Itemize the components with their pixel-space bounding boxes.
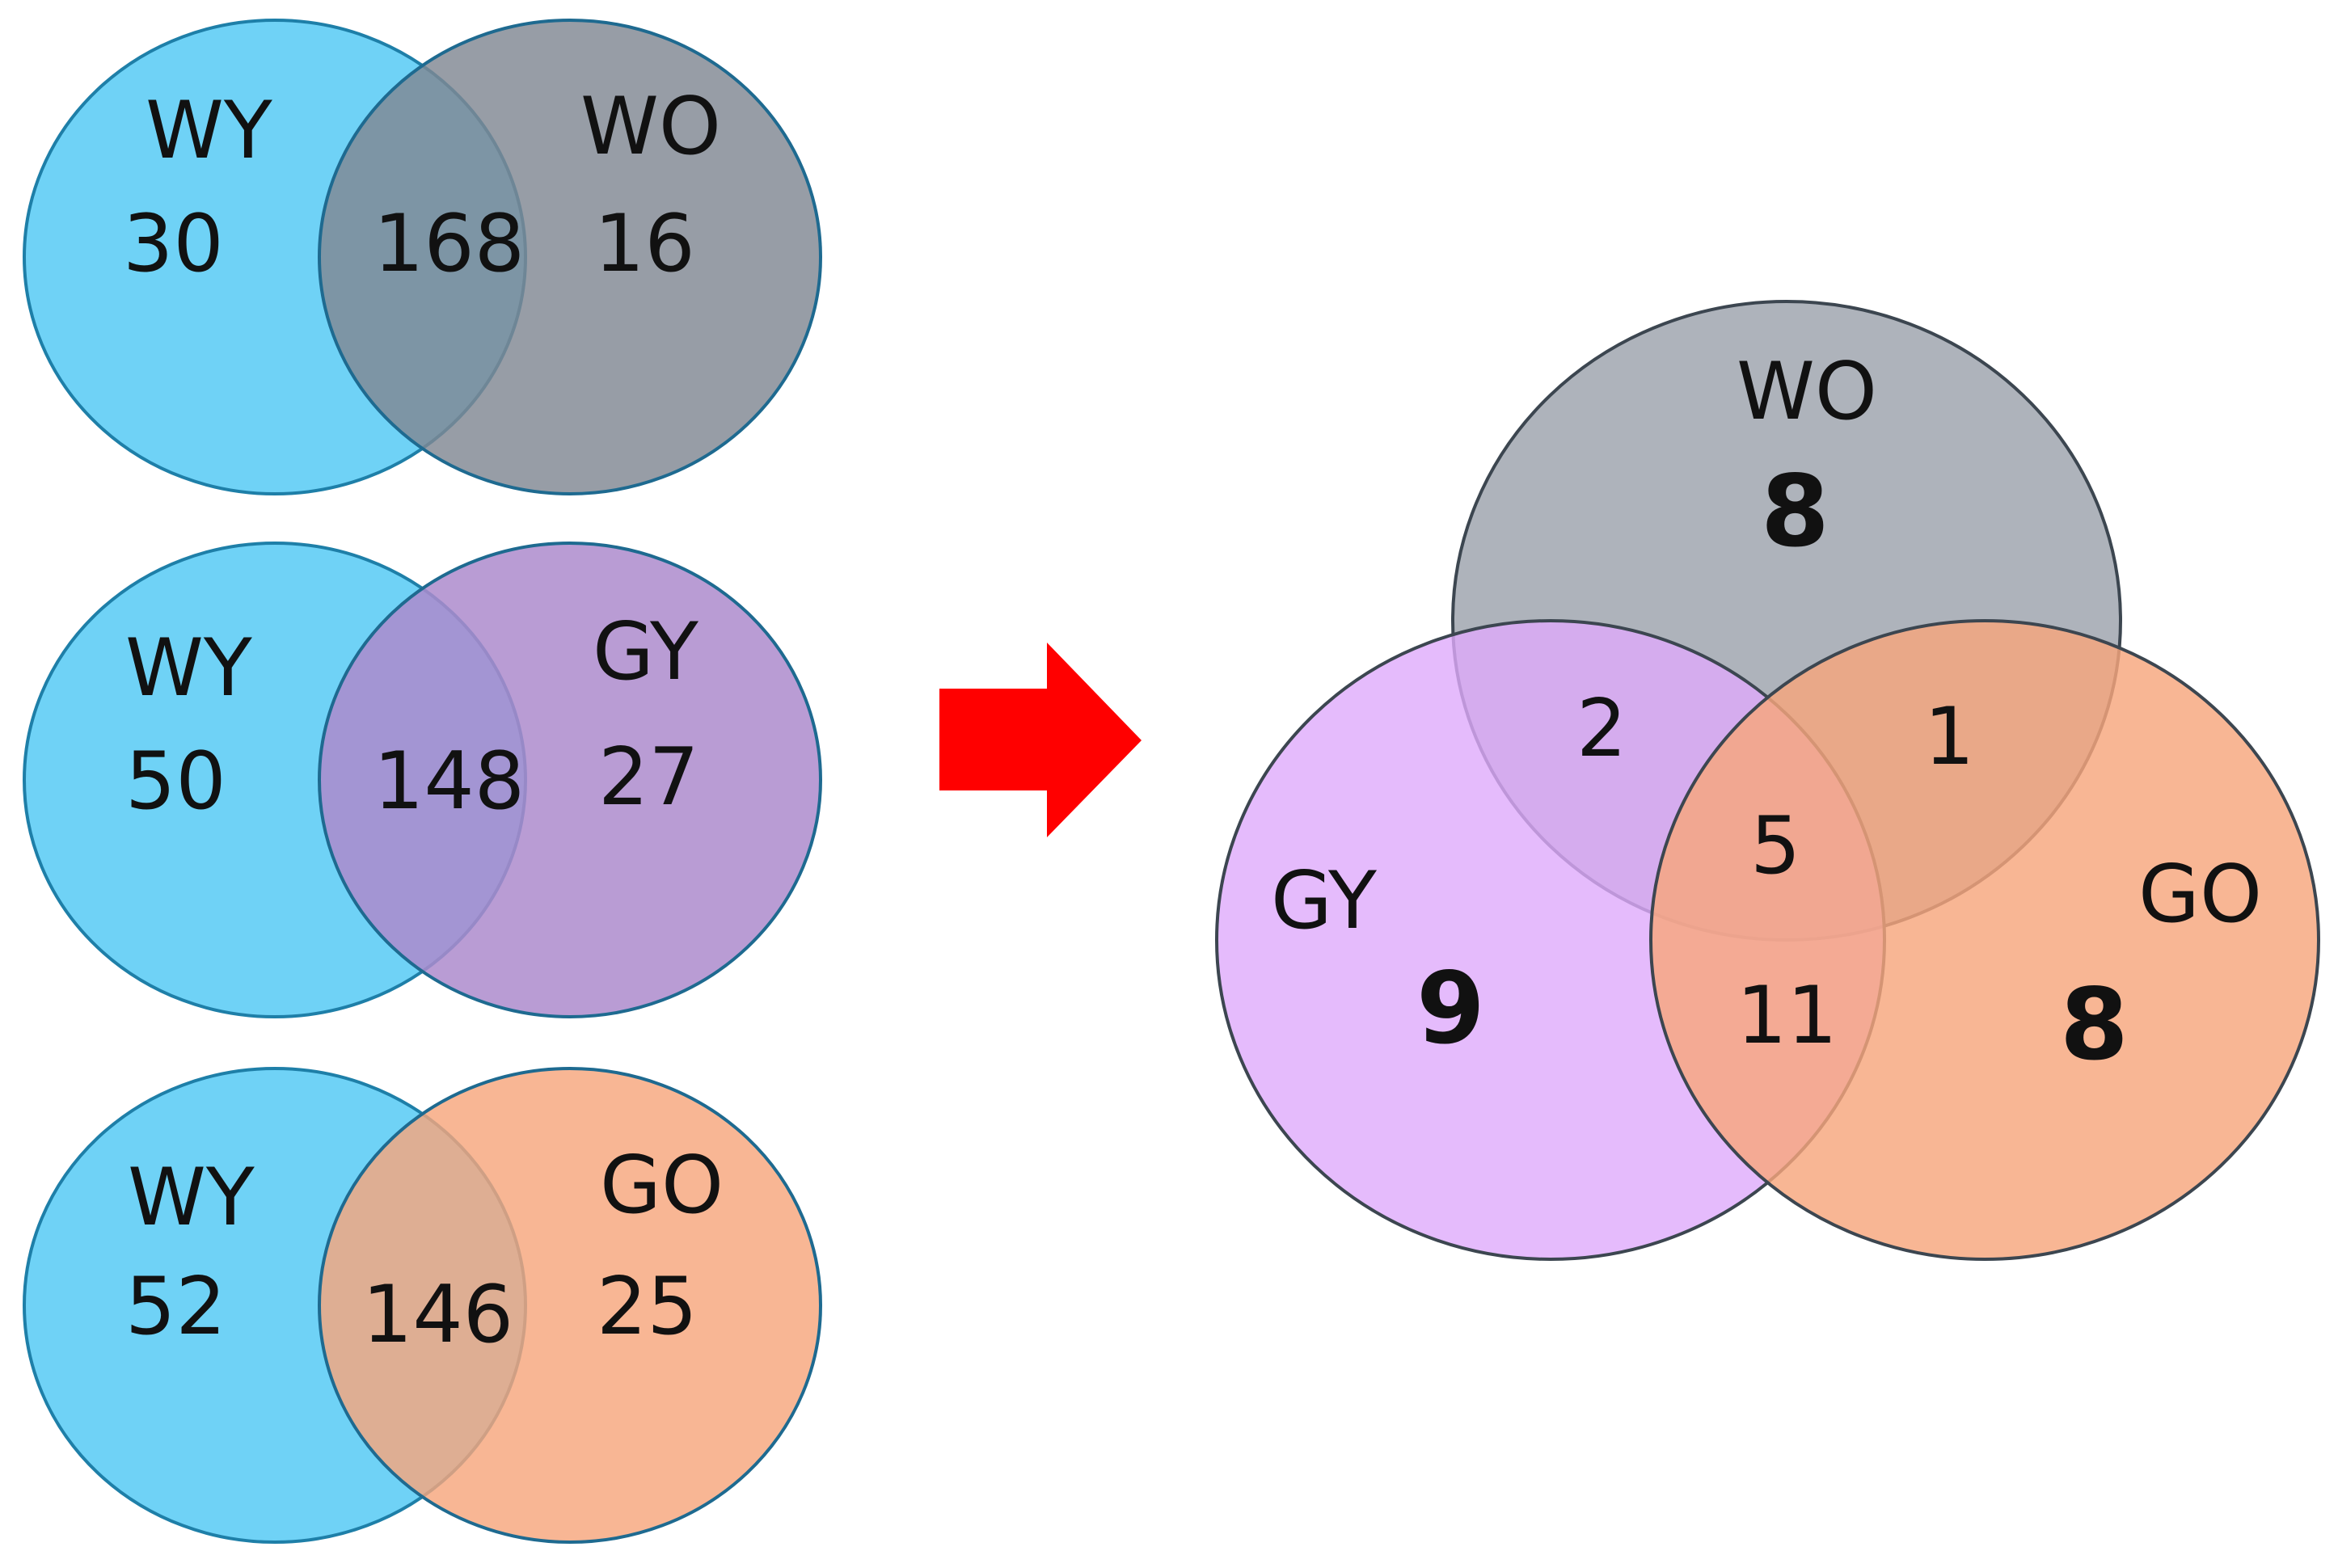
label-wo: WO	[1737, 346, 1877, 438]
label-gy: GY	[593, 606, 699, 698]
count-all-three: 5	[1750, 800, 1800, 892]
circle-go	[318, 1067, 822, 1544]
label-wo: WO	[580, 81, 721, 173]
count-wy-only: 52	[125, 1261, 226, 1353]
label-go: GO	[2138, 849, 2262, 941]
label-wy: WY	[128, 1152, 255, 1244]
count-wo-only: 16	[594, 198, 695, 290]
count-go-only: 8	[2060, 967, 2129, 1082]
label-gy: GY	[1271, 855, 1378, 947]
circle-gy	[318, 542, 822, 1018]
venn-wy-wo: WY WO 30 168 16	[23, 19, 822, 495]
count-wy-only: 50	[125, 736, 226, 828]
count-overlap: 168	[373, 198, 525, 290]
venn-wy-gy: WY GY 50 148 27	[23, 542, 822, 1018]
circle-wo	[318, 19, 822, 495]
count-overlap: 148	[373, 736, 525, 828]
count-wo-only: 8	[1761, 454, 1829, 569]
count-gy-only: 9	[1416, 951, 1485, 1066]
circle-go	[1649, 619, 2320, 1261]
count-wy-only: 30	[123, 198, 224, 290]
count-wo-go: 1	[1924, 691, 1974, 783]
count-gy-only: 27	[598, 731, 699, 824]
venn-three-way: WO GY GO 8 9 8 2 1 5 11	[1215, 300, 2320, 1261]
count-overlap: 146	[362, 1269, 513, 1361]
count-go-only: 25	[597, 1261, 698, 1353]
count-gy-go: 11	[1737, 970, 1838, 1062]
count-wo-gy: 2	[1576, 683, 1627, 775]
label-wy: WY	[125, 622, 253, 714]
label-wy: WY	[146, 85, 273, 177]
venn-wy-go: WY GO 52 146 25	[23, 1067, 822, 1544]
label-go: GO	[600, 1140, 724, 1232]
arrow-right-icon	[939, 643, 1142, 837]
